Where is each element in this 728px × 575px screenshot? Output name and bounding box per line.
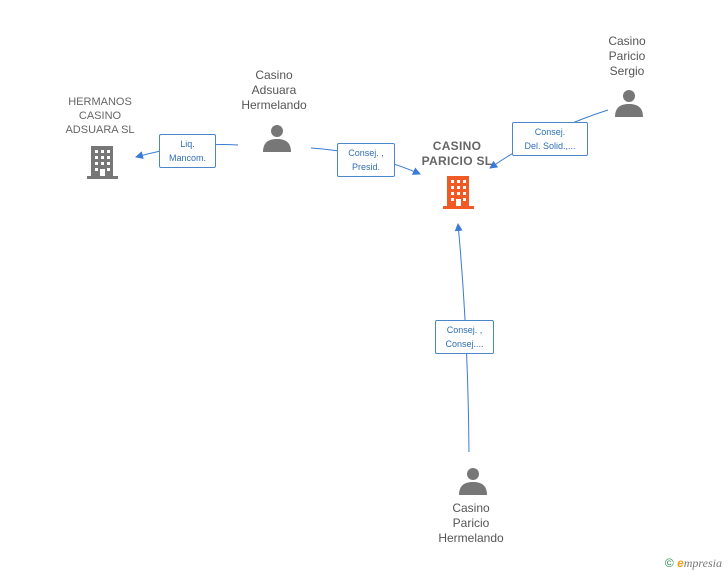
person-icon[interactable] bbox=[263, 125, 291, 152]
brand-name: mpresia bbox=[683, 556, 722, 570]
edge-label-liq-mancom[interactable]: Liq. Mancom. bbox=[159, 134, 216, 168]
edge-label-consej-del-solid[interactable]: Consej. Del. Solid.,... bbox=[512, 122, 588, 156]
person-icon[interactable] bbox=[459, 468, 487, 495]
edge-label-consej-consej[interactable]: Consej. , Consej.... bbox=[435, 320, 494, 354]
edge-label-consej-presid[interactable]: Consej. , Presid. bbox=[337, 143, 395, 177]
node-label-casino-paricio-hermelando[interactable]: Casino Paricio Hermelando bbox=[438, 501, 504, 545]
node-label-casino-adsuara-hermelando[interactable]: Casino Adsuara Hermelando bbox=[241, 68, 307, 112]
node-label-hermanos-casino-adsuara[interactable]: HERMANOS CASINO ADSUARA SL bbox=[65, 96, 135, 136]
brand-initial: e bbox=[677, 556, 684, 570]
copyright-icon: © bbox=[664, 556, 674, 570]
node-label-casino-paricio-sergio[interactable]: Casino Paricio Sergio bbox=[608, 34, 646, 78]
empresia-logo: © empresia bbox=[665, 556, 722, 571]
node-label-casino-paricio-sl[interactable]: CASINO PARICIO SL bbox=[421, 139, 493, 168]
building-icon[interactable] bbox=[443, 176, 474, 209]
building-icon[interactable] bbox=[87, 146, 118, 179]
person-icon[interactable] bbox=[615, 90, 643, 117]
